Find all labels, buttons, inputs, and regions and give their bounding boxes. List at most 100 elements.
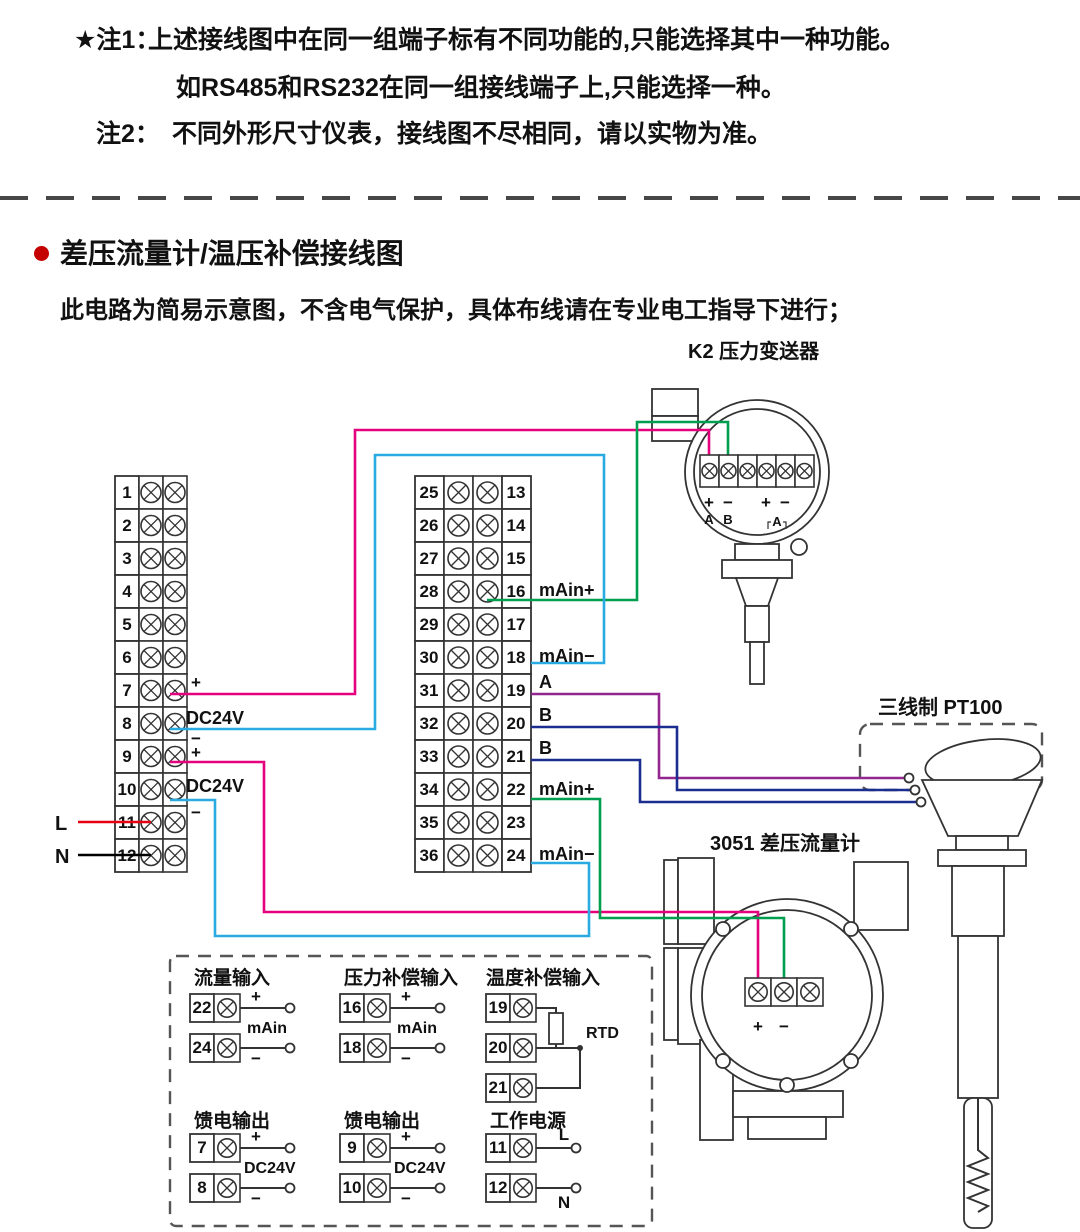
svg-text:16: 16 <box>343 998 362 1017</box>
legend-flow-input: 流量输入 22 + mAin 24 − <box>189 966 296 1068</box>
svg-text:32: 32 <box>420 714 439 733</box>
terminal-row: 28 16 <box>414 574 532 609</box>
dc24v2-label: DC24V <box>186 776 244 796</box>
svg-text:26: 26 <box>420 516 439 535</box>
svg-text:29: 29 <box>420 615 439 634</box>
signal-label-18: mAin− <box>539 646 595 666</box>
power-live-label: L <box>559 1125 569 1144</box>
dashed-divider <box>0 196 1080 200</box>
svg-text:mAin: mAin <box>397 1020 437 1037</box>
svg-text:31: 31 <box>420 681 439 700</box>
legend-temp-comp-input: 温度补偿输入 19 20 21 RTD <box>485 966 619 1103</box>
dc24v2-minus: − <box>191 803 201 822</box>
terminal-row: 7 <box>114 673 188 708</box>
svg-text:mAin: mAin <box>247 1020 287 1037</box>
signal-label-20: B <box>539 705 552 725</box>
line-live-label: L <box>55 813 67 835</box>
terminal-row: 5 <box>114 607 188 642</box>
svg-text:19: 19 <box>507 681 526 700</box>
svg-text:22: 22 <box>193 998 212 1017</box>
svg-text:30: 30 <box>420 648 439 667</box>
pt100-terminal <box>903 772 915 784</box>
section-bullet-icon <box>34 246 49 261</box>
left-terminal-block: 1 2 3 4 5 6 7 8 9 10 11 12 <box>114 475 188 873</box>
svg-text:24: 24 <box>507 846 526 865</box>
svg-text:−: − <box>251 1189 261 1208</box>
signal-label-19: A <box>539 672 552 692</box>
dp-meter-terminal-strip: + − <box>744 977 824 1036</box>
terminal-row: 30 18 <box>414 640 532 675</box>
transmitter-submark: A <box>772 514 782 529</box>
svg-text:28: 28 <box>420 582 439 601</box>
section-subtitle: 此电路为简易示意图，不含电气保护，具体布线请在专业电工指导下进行； <box>60 297 852 324</box>
svg-text:19: 19 <box>489 998 508 1017</box>
svg-text:27: 27 <box>420 549 439 568</box>
rtd-element-icon <box>965 1098 991 1213</box>
signal-label-22: mAin+ <box>539 779 595 799</box>
terminal-row: 4 <box>114 574 188 609</box>
note1-line1: 上述接线图中在同一组端子标有不同功能的,只能选择其中一种功能。 <box>148 26 905 54</box>
pt100-sensor <box>858 722 1044 1229</box>
terminal-row: 32 20 <box>414 706 532 741</box>
svg-text:+: + <box>401 987 411 1006</box>
terminal-row: 8 <box>114 706 188 741</box>
svg-text:10: 10 <box>343 1178 362 1197</box>
legend-pressure-comp-input: 压力补偿输入 16 + mAin 18 − <box>339 966 458 1068</box>
svg-text:13: 13 <box>507 483 526 502</box>
svg-text:−: − <box>401 1049 411 1068</box>
legend-feed-output-1: 馈电输出 7 + DC24V 8 − <box>189 1109 296 1208</box>
terminal-row: 25 13 <box>414 475 532 510</box>
transmitter-terminal-strip: + − + − A B A <box>699 454 815 529</box>
svg-text:22: 22 <box>507 780 526 799</box>
svg-text:33: 33 <box>420 747 439 766</box>
terminal-row: 10 <box>114 772 188 807</box>
section-title: 差压流量计/温压补偿接线图 <box>60 238 404 269</box>
wire-dc24v2-plus-to-dpmeter <box>170 760 760 984</box>
transmitter-mark: + <box>761 493 771 512</box>
svg-text:20: 20 <box>507 714 526 733</box>
pt100-label: 三线制 PT100 <box>878 695 1002 719</box>
terminal-number: 9 <box>122 747 131 766</box>
dc24v2-plus: + <box>191 743 201 762</box>
dp-meter-label: 3051 差压流量计 <box>710 831 860 855</box>
terminal-row: 2 <box>114 508 188 543</box>
svg-text:+: + <box>251 987 261 1006</box>
transmitter-label: K2 压力变送器 <box>688 339 820 363</box>
dp-meter-plus: + <box>753 1017 763 1036</box>
transmitter-submark: B <box>723 512 732 527</box>
wire-rtd-b1 <box>531 725 911 792</box>
svg-text:14: 14 <box>507 516 526 535</box>
svg-text:DC24V: DC24V <box>394 1160 446 1177</box>
legend-feed-output-2: 馈电输出 9 + DC24V 10 − <box>339 1109 446 1208</box>
terminal-row: 1 <box>114 475 188 510</box>
note2-text: 不同外形尺寸仪表，接线图不尽相同，请以实物为准。 <box>172 120 773 148</box>
terminal-number: 1 <box>122 483 131 502</box>
pt100-terminal <box>909 784 921 796</box>
svg-text:+: + <box>251 1127 261 1146</box>
block-labels: + DC24V − + DC24V − L N mAin+ mAin− A B … <box>55 339 1002 868</box>
terminal-number: 4 <box>122 582 132 601</box>
note2-label: 注2： <box>96 120 160 148</box>
svg-text:25: 25 <box>420 483 439 502</box>
svg-text:16: 16 <box>507 582 526 601</box>
terminal-row: 31 19 <box>414 673 532 708</box>
terminal-row: 3 <box>114 541 188 576</box>
svg-text:11: 11 <box>489 1138 507 1157</box>
terminal-row: 9 <box>114 739 188 774</box>
svg-text:15: 15 <box>507 549 526 568</box>
wire-main24-to-dc24v2-minus <box>170 798 591 938</box>
rtd-label: RTD <box>586 1025 619 1042</box>
svg-text:8: 8 <box>197 1178 206 1197</box>
terminal-number: 8 <box>122 714 131 733</box>
signal-label-24: mAin− <box>539 844 595 864</box>
svg-text:18: 18 <box>507 648 526 667</box>
svg-text:35: 35 <box>420 813 439 832</box>
signal-label-21: B <box>539 738 552 758</box>
dc24v1-plus: + <box>191 673 201 692</box>
transmitter-mark: − <box>780 493 790 512</box>
wire-main18-to-dc24v1-minus <box>170 453 606 731</box>
